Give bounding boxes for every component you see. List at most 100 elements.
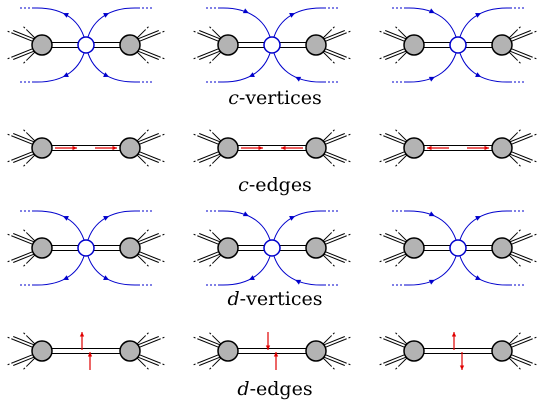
- fan-edge: [137, 33, 159, 43]
- fan-edge-dashed: [344, 233, 353, 237]
- fan-edge: [13, 153, 35, 163]
- fan-edge: [13, 336, 35, 346]
- fan-edge-dashed: [329, 58, 337, 66]
- fan-edge: [137, 336, 159, 346]
- flow-arrow: [289, 216, 296, 221]
- red-arrow-head: [281, 145, 286, 151]
- fan-edge-dashed: [5, 336, 14, 340]
- fan-edge-dashed: [21, 127, 29, 135]
- red-arrow-head: [459, 365, 465, 370]
- fan-edge: [199, 353, 221, 363]
- flow-arrow: [428, 279, 435, 285]
- fan-edge: [199, 133, 221, 143]
- fan-edge-dashed: [158, 56, 167, 60]
- fan-edge: [323, 153, 345, 163]
- fan-edge: [509, 253, 531, 263]
- graph-node: [491, 237, 513, 259]
- vertex-circle: [449, 36, 467, 54]
- flow-arrow: [62, 275, 69, 280]
- vertex-circle: [77, 239, 95, 257]
- fan-edge-dashed: [158, 133, 167, 137]
- fan-edge-dashed: [393, 127, 401, 135]
- caption-variable: c: [238, 174, 249, 196]
- fan-edge: [509, 233, 531, 243]
- fan-edge-dashed: [207, 330, 215, 338]
- fan-edge: [13, 236, 35, 246]
- fan-edge: [13, 253, 35, 263]
- fan-edge: [13, 250, 35, 260]
- fan-edge: [509, 336, 531, 346]
- fan-edge-dashed: [377, 362, 386, 366]
- flow-arrow: [103, 13, 110, 18]
- graph-node: [491, 137, 513, 159]
- diagram-panel: [191, 330, 353, 372]
- fan-edge-dashed: [191, 133, 200, 137]
- graph-node: [119, 137, 141, 159]
- fan-edge: [385, 233, 407, 243]
- fan-edge-dashed: [344, 30, 353, 34]
- fan-edge: [137, 150, 159, 160]
- fan-edge-dashed: [329, 261, 337, 269]
- red-arrow-head: [265, 345, 271, 350]
- fan-edge-dashed: [158, 362, 167, 366]
- fan-edge: [509, 236, 531, 246]
- fan-edge: [509, 136, 531, 146]
- flow-arrow: [62, 216, 69, 221]
- diagram-panel: [5, 210, 167, 286]
- fan-edge: [13, 133, 35, 143]
- fan-edge: [323, 150, 345, 160]
- diagram-panel: [377, 210, 539, 286]
- red-arrow-head: [258, 145, 263, 151]
- fan-edge: [385, 150, 407, 160]
- graph-node: [305, 34, 327, 56]
- fan-edge-dashed: [143, 24, 151, 32]
- fan-edge: [509, 150, 531, 160]
- fan-edge-dashed: [191, 362, 200, 366]
- fan-edge-dashed: [329, 364, 337, 372]
- caption-variable: d: [227, 288, 240, 310]
- fan-edge-dashed: [515, 58, 523, 66]
- flow-arrow: [428, 211, 435, 217]
- flow-arrow: [242, 8, 249, 14]
- fan-edge: [323, 50, 345, 60]
- fan-edge-dashed: [143, 161, 151, 169]
- fan-edge-dashed: [515, 127, 523, 135]
- fan-edge: [323, 30, 345, 40]
- fan-edge: [137, 253, 159, 263]
- graph-node: [217, 34, 239, 56]
- fan-edge: [509, 30, 531, 40]
- fan-edge-dashed: [344, 133, 353, 137]
- fan-edge-dashed: [191, 259, 200, 263]
- fan-edge-dashed: [143, 261, 151, 269]
- fan-edge-dashed: [393, 24, 401, 32]
- fan-edge: [199, 50, 221, 60]
- fan-edge-dashed: [344, 259, 353, 263]
- fan-edge-dashed: [377, 133, 386, 137]
- fan-edge-dashed: [393, 227, 401, 235]
- caption-c-vertices: c-vertices: [0, 87, 550, 109]
- flow-arrow: [248, 275, 255, 280]
- red-arrow-head: [484, 145, 489, 151]
- fan-edge-dashed: [329, 330, 337, 338]
- diagram-panel: [377, 330, 539, 372]
- fan-edge-dashed: [515, 330, 523, 338]
- fan-edge: [199, 250, 221, 260]
- red-arrow-head: [273, 352, 279, 357]
- graph-node: [217, 340, 239, 362]
- fan-edge-dashed: [393, 330, 401, 338]
- fan-edge-dashed: [143, 330, 151, 338]
- fan-edge: [385, 339, 407, 349]
- diagram-panel: [191, 127, 353, 169]
- fan-edge-dashed: [191, 30, 200, 34]
- fan-edge-dashed: [377, 30, 386, 34]
- fan-edge: [323, 336, 345, 346]
- fan-edge: [137, 250, 159, 260]
- fan-edge-dashed: [5, 259, 14, 263]
- vertex-circle: [449, 239, 467, 257]
- fan-edge: [199, 236, 221, 246]
- fan-edge-dashed: [21, 58, 29, 66]
- fan-edge: [323, 356, 345, 366]
- fan-edge: [385, 356, 407, 366]
- fan-edge-dashed: [530, 336, 539, 340]
